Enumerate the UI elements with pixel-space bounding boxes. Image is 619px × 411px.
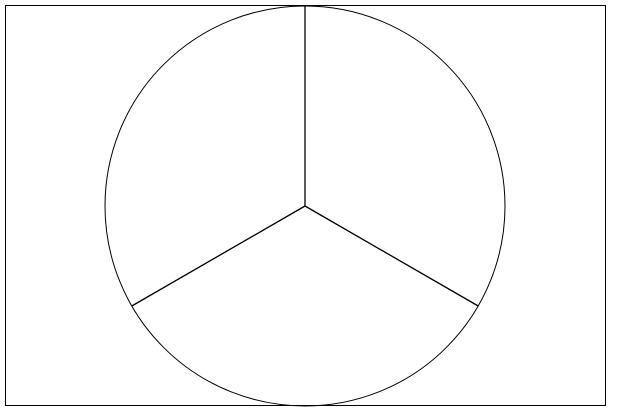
sector-dividers xyxy=(131,6,479,307)
sector-divider-3 xyxy=(304,205,479,307)
sector-divider-2 xyxy=(131,205,306,307)
